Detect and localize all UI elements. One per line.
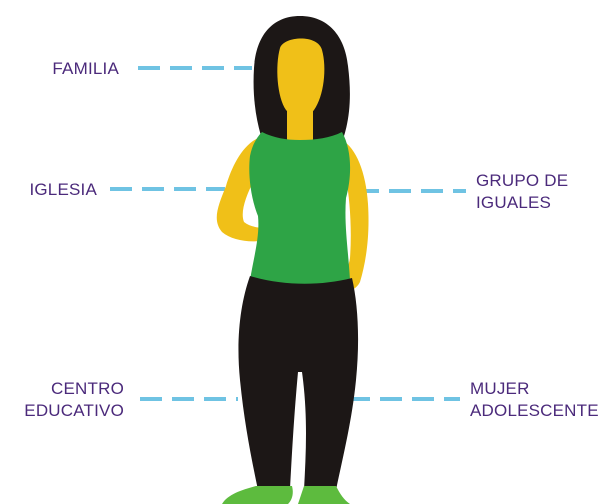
woman-figure [216,16,369,504]
left-arm [216,138,284,242]
label-grupo-de-iguales: GRUPO DE IGUALES [476,170,568,214]
right-shoe [298,486,350,504]
label-familia: FAMILIA [52,58,119,80]
label-grupo-de-iguales-line-2: IGUALES [476,193,552,212]
label-centro-educativo-line-2: EDUCATIVO [24,401,124,420]
label-mujer-adolescente-line-2: ADOLESCENTE [470,401,599,420]
left-shoe [222,486,293,504]
label-centro-educativo-line-1: CENTRO [51,379,124,398]
face [277,38,325,117]
label-centro-educativo: CENTRO EDUCATIVO [24,378,124,422]
label-mujer-adolescente-line-1: MUJER [470,379,530,398]
label-grupo-de-iguales-line-1: GRUPO DE [476,171,569,190]
pants [238,276,359,490]
label-familia-line-1: FAMILIA [52,59,119,78]
right-arm [319,140,369,294]
connector-lines [110,66,466,401]
label-iglesia-line-1: IGLESIA [29,180,97,199]
label-iglesia: IGLESIA [29,179,97,201]
label-mujer-adolescente: MUJER ADOLESCENTE [470,378,599,422]
green-top [249,132,351,286]
